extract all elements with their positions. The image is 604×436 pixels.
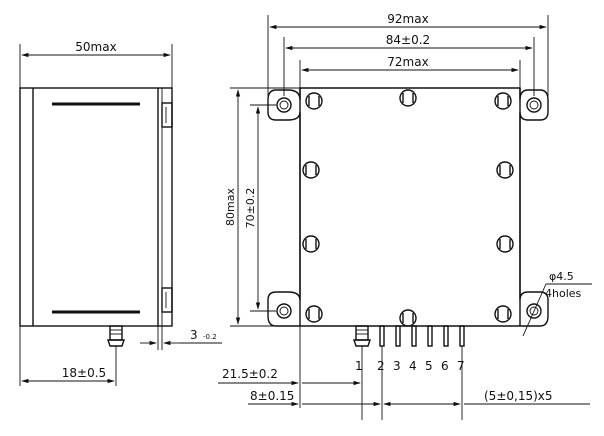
pin-label: 1 [355, 359, 363, 373]
hole-spacing-label: 84±0.2 [386, 33, 430, 47]
pin-6 [443, 325, 449, 347]
hole-vertical-spacing-label: 70±0.2 [244, 188, 257, 229]
pin-1-connector [353, 325, 371, 420]
pin-pitch-label: (5±0,15)x5 [484, 389, 553, 403]
pin-label: 7 [457, 359, 465, 373]
screw [399, 309, 417, 327]
screw [302, 235, 320, 253]
hole-diameter-label: φ4.5 [549, 270, 574, 283]
pin-label: 3 [393, 359, 401, 373]
hole-count-label: 4holes [545, 287, 582, 300]
left-dimensions: 80max 70±0.2 [224, 87, 300, 327]
screw [305, 305, 323, 323]
screw [399, 89, 417, 107]
pins [379, 325, 465, 347]
screw [494, 305, 512, 323]
front-body-outline [267, 87, 549, 327]
pin-5 [427, 325, 433, 347]
bottom-dimensions: 21.5±0.2 8±0.15 (5±0,15)x5 [218, 326, 590, 420]
hole-callout: φ4.5 4holes [522, 270, 592, 337]
front-view: 92max 84±0.2 72max 80max 70±0.2 φ4.5 [218, 12, 592, 420]
thickness-tolerance: -0.2 [203, 333, 217, 341]
screws [302, 89, 514, 327]
pin-label: 2 [377, 359, 385, 373]
side-connector-offset-label: 18±0.5 [62, 366, 106, 380]
side-view: 50max 18±0.5 3 -0.2 [19, 40, 222, 386]
screw [496, 235, 514, 253]
side-width-label: 50max [75, 40, 116, 54]
mounting-holes [276, 97, 542, 319]
mounting-hole-top-left [276, 97, 292, 113]
pin2-offset-label: 8±0.15 [250, 389, 294, 403]
top-dimensions: 92max 84±0.2 72max [267, 12, 549, 96]
side-body-outline [19, 87, 173, 327]
pin-4 [411, 325, 417, 347]
side-ear-bottom [161, 287, 173, 313]
pin-3 [395, 325, 401, 347]
side-connector [107, 325, 125, 386]
mounting-hole-bottom-right [526, 303, 542, 319]
pin-7 [459, 325, 465, 347]
screw [305, 92, 323, 110]
mounting-hole-top-right [526, 97, 542, 113]
pin-number-labels: 1 2 3 4 5 6 7 [355, 359, 465, 373]
pin-label: 5 [425, 359, 433, 373]
pin1-offset-label: 21.5±0.2 [222, 367, 278, 381]
mounting-hole-bottom-left [276, 303, 292, 319]
pin-2 [379, 325, 385, 347]
screw [494, 92, 512, 110]
pin-label: 4 [409, 359, 417, 373]
pin-label: 6 [441, 359, 449, 373]
body-width-label: 72max [387, 55, 428, 69]
screw [302, 161, 320, 179]
thickness-label: 3 [190, 328, 198, 342]
screw [496, 161, 514, 179]
overall-width-label: 92max [387, 12, 428, 26]
overall-height-label: 80max [224, 188, 237, 226]
side-ear-top [161, 102, 173, 128]
